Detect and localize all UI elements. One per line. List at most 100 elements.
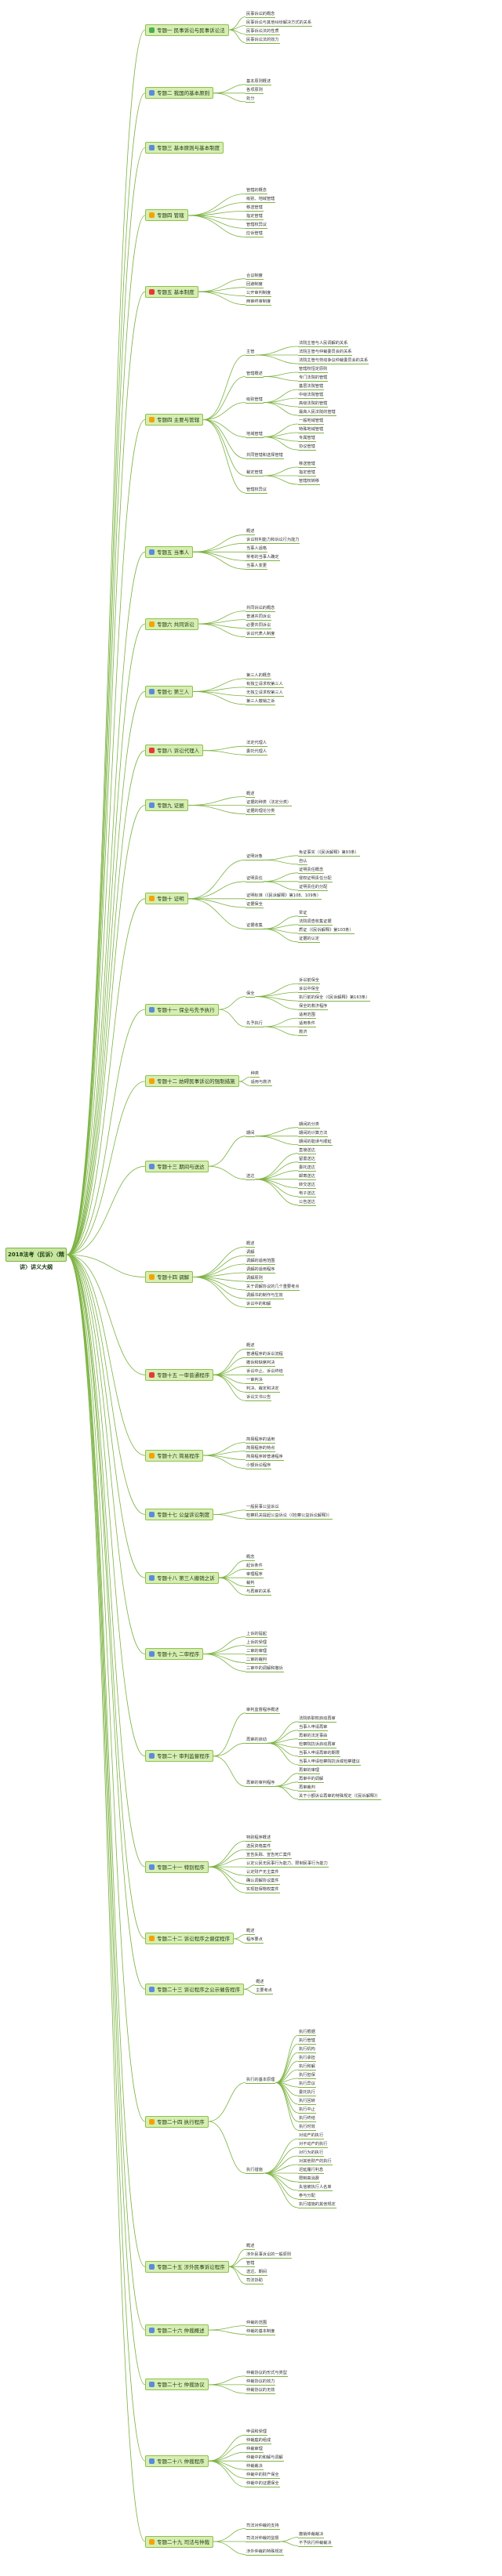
topic-node[interactable]: 诉讼中保全 — [298, 987, 320, 994]
topic-node[interactable]: 指定管辖 — [298, 470, 316, 476]
topic-node[interactable]: 对不动产的执行 — [298, 2142, 329, 2148]
topic-node[interactable]: 与再审的关系 — [246, 1589, 272, 1596]
topic-node[interactable]: 调解的适用范围 — [246, 1259, 276, 1265]
chapter-node[interactable]: 专题十九 二审程序 — [145, 1648, 204, 1660]
topic-node[interactable]: 当事人申请再审 — [298, 1724, 329, 1731]
topic-node[interactable]: 仲裁中的财产保全 — [246, 2473, 280, 2480]
topic-node[interactable]: 证明责任的分配 — [298, 884, 329, 891]
topic-node[interactable]: 选民资格案件 — [246, 1844, 272, 1851]
topic-node[interactable]: 起诉条件 — [246, 1563, 264, 1571]
topic-node[interactable]: 调解 — [246, 1250, 256, 1256]
topic-node[interactable]: 管辖的概念 — [246, 188, 267, 195]
topic-node[interactable]: 管辖 — [246, 2261, 256, 2268]
chapter-node[interactable]: 专题二十三 诉讼程序之公示催告程序 — [145, 1983, 245, 1995]
topic-node[interactable]: 程序要点 — [246, 1937, 264, 1944]
topic-node[interactable]: 认定财产无主案件 — [246, 1870, 280, 1877]
chapter-node[interactable]: 专题二十七 仲裁协议 — [145, 2379, 209, 2391]
topic-node[interactable]: 仲裁协议的效力 — [246, 2379, 276, 2386]
topic-node[interactable]: 撤诉和缺席判决 — [246, 1360, 276, 1368]
chapter-node[interactable]: 专题十七 公益诉讼制度 — [145, 1508, 214, 1520]
topic-node[interactable]: 必要共同诉讼 — [246, 622, 272, 629]
chapter-node[interactable]: 专题二十 审判监督程序 — [145, 1750, 214, 1763]
topic-node[interactable]: 民事诉讼法的效力 — [246, 37, 280, 44]
topic-node[interactable]: 期间的计算方法 — [298, 1130, 329, 1137]
topic-node[interactable]: 保全的救济程序 — [298, 1004, 329, 1011]
topic-node[interactable]: 法院调查收集证据 — [298, 918, 333, 926]
topic-node[interactable]: 第三人的概念 — [246, 672, 272, 679]
topic-node[interactable]: 宣告失踪、宣告死亡案件 — [246, 1853, 293, 1860]
topic-node[interactable]: 认定公民无民事行为能力、限制民事行为能力 — [246, 1861, 329, 1868]
topic-node[interactable]: 诉讼文书公告 — [246, 1395, 272, 1402]
topic-node[interactable]: 概述 — [246, 529, 256, 536]
topic-node[interactable]: 送达、期间 — [246, 2270, 267, 2277]
topic-node[interactable]: 公开审判制度 — [246, 290, 272, 297]
topic-node[interactable]: 电子送达 — [298, 1190, 316, 1197]
chapter-node[interactable]: 专题二十二 诉讼程序之督促程序 — [145, 1933, 235, 1945]
topic-node[interactable]: 上诉的受理 — [246, 1639, 267, 1647]
topic-node[interactable]: 特别程序概述 — [246, 1835, 272, 1842]
chapter-node[interactable]: 专题十六 简易程序 — [145, 1449, 204, 1462]
chapter-node[interactable]: 专题十五 一审普通程序 — [145, 1368, 214, 1381]
chapter-node[interactable]: 专题十三 期间与送达 — [145, 1160, 209, 1172]
topic-node[interactable]: 当事人适格 — [246, 546, 267, 553]
topic-node[interactable]: 简易程序的适用 — [246, 1437, 276, 1444]
topic-node[interactable]: 再审的启动 — [246, 1737, 267, 1745]
topic-node[interactable]: 适用与救济 — [249, 1080, 272, 1087]
topic-node[interactable]: 两审终审制度 — [246, 299, 272, 306]
topic-node[interactable]: 执行措施 — [246, 2168, 264, 2174]
topic-node[interactable]: 执行机构 — [298, 2047, 316, 2053]
topic-node[interactable]: 概述 — [246, 1343, 256, 1350]
chapter-node[interactable]: 专题二十九 司法与仲裁 — [145, 2535, 214, 2548]
topic-node[interactable]: 仲裁审理 — [246, 2447, 264, 2454]
root-node[interactable]: 2018法考〈民诉〉〈精讲〉讲义大纲 — [5, 1248, 67, 1270]
topic-node[interactable]: 调解书的制作与生效 — [246, 1293, 284, 1299]
topic-node[interactable]: 概述 — [246, 1241, 256, 1248]
topic-node[interactable]: 诉讼代表人制度 — [246, 631, 276, 638]
topic-node[interactable]: 调解的适用程序 — [246, 1267, 276, 1274]
topic-node[interactable]: 民事诉讼的概念 — [246, 11, 276, 18]
topic-node[interactable]: 对其他财产的执行 — [298, 2159, 333, 2165]
chapter-node[interactable]: 专题七 第三人 — [145, 685, 194, 697]
topic-node[interactable]: 第三人撤销之诉 — [246, 698, 276, 705]
topic-node[interactable]: 执行前的保全（《民诉解释》第163条） — [298, 995, 371, 1002]
topic-node[interactable]: 期间的耽误与顺延 — [298, 1139, 333, 1146]
topic-node[interactable]: 送达 — [246, 1173, 256, 1180]
topic-node[interactable]: 证据保全 — [246, 901, 264, 908]
topic-node[interactable]: 执行中止 — [298, 2107, 316, 2114]
topic-node[interactable]: 特殊地域管辖 — [298, 427, 325, 433]
topic-node[interactable]: 概述 — [246, 2244, 256, 2251]
topic-node[interactable]: 救济 — [298, 1030, 308, 1037]
topic-node[interactable]: 委托执行 — [298, 2090, 316, 2096]
topic-node[interactable]: 诉讼中止、诉讼终结 — [246, 1369, 284, 1376]
topic-node[interactable]: 公告送达 — [298, 1199, 316, 1206]
topic-node[interactable]: 当事人变更 — [246, 563, 267, 571]
topic-node[interactable]: 中级法院管辖 — [298, 393, 325, 399]
topic-node[interactable]: 证明责任 — [246, 875, 264, 882]
chapter-node[interactable]: 专题一 民事诉讼与民事诉讼法 — [145, 24, 229, 36]
topic-node[interactable]: 一般地域管辖 — [298, 418, 325, 425]
topic-node[interactable]: 再审裁判 — [298, 1784, 316, 1792]
topic-node[interactable]: 概述 — [246, 1929, 256, 1936]
topic-node[interactable]: 直接送达 — [298, 1147, 316, 1154]
chapter-node[interactable]: 专题五 当事人 — [145, 545, 194, 558]
topic-node[interactable]: 证据收集 — [246, 923, 264, 930]
topic-node[interactable]: 确认调解协议案件 — [246, 1879, 280, 1886]
topic-node[interactable]: 质证（《民诉解释》第103条） — [298, 927, 355, 934]
topic-node[interactable]: 二审中的调解和撤诉 — [246, 1665, 284, 1672]
chapter-node[interactable]: 专题三 基本原则与基本制度 — [145, 142, 224, 154]
topic-node[interactable]: 执行异议 — [298, 2081, 316, 2088]
topic-node[interactable]: 免证事实（《民诉解释》第93条） — [298, 850, 360, 857]
topic-node[interactable]: 级别管辖 — [246, 397, 264, 404]
topic-node[interactable]: 关于小额诉讼再审的特殊规定（《民诉解释》） — [298, 1793, 381, 1800]
topic-node[interactable]: 基本原则概述 — [246, 78, 272, 85]
topic-node[interactable]: 二审的审理 — [246, 1648, 267, 1655]
topic-node[interactable]: 司法协助 — [246, 2278, 264, 2285]
topic-node[interactable]: 对动产的执行 — [298, 2133, 325, 2139]
chapter-node[interactable]: 专题二十八 仲裁程序 — [145, 2455, 209, 2467]
chapter-node[interactable]: 专题六 共同诉讼 — [145, 618, 198, 630]
topic-node[interactable]: 一审判决 — [246, 1378, 264, 1385]
topic-node[interactable]: 涉外仲裁的特殊规定 — [246, 2549, 284, 2556]
topic-node[interactable]: 司法对仲裁的监督 — [246, 2536, 280, 2542]
topic-node[interactable]: 仲裁中的和解与调解 — [246, 2455, 284, 2462]
topic-node[interactable]: 执行根据 — [298, 2030, 316, 2036]
